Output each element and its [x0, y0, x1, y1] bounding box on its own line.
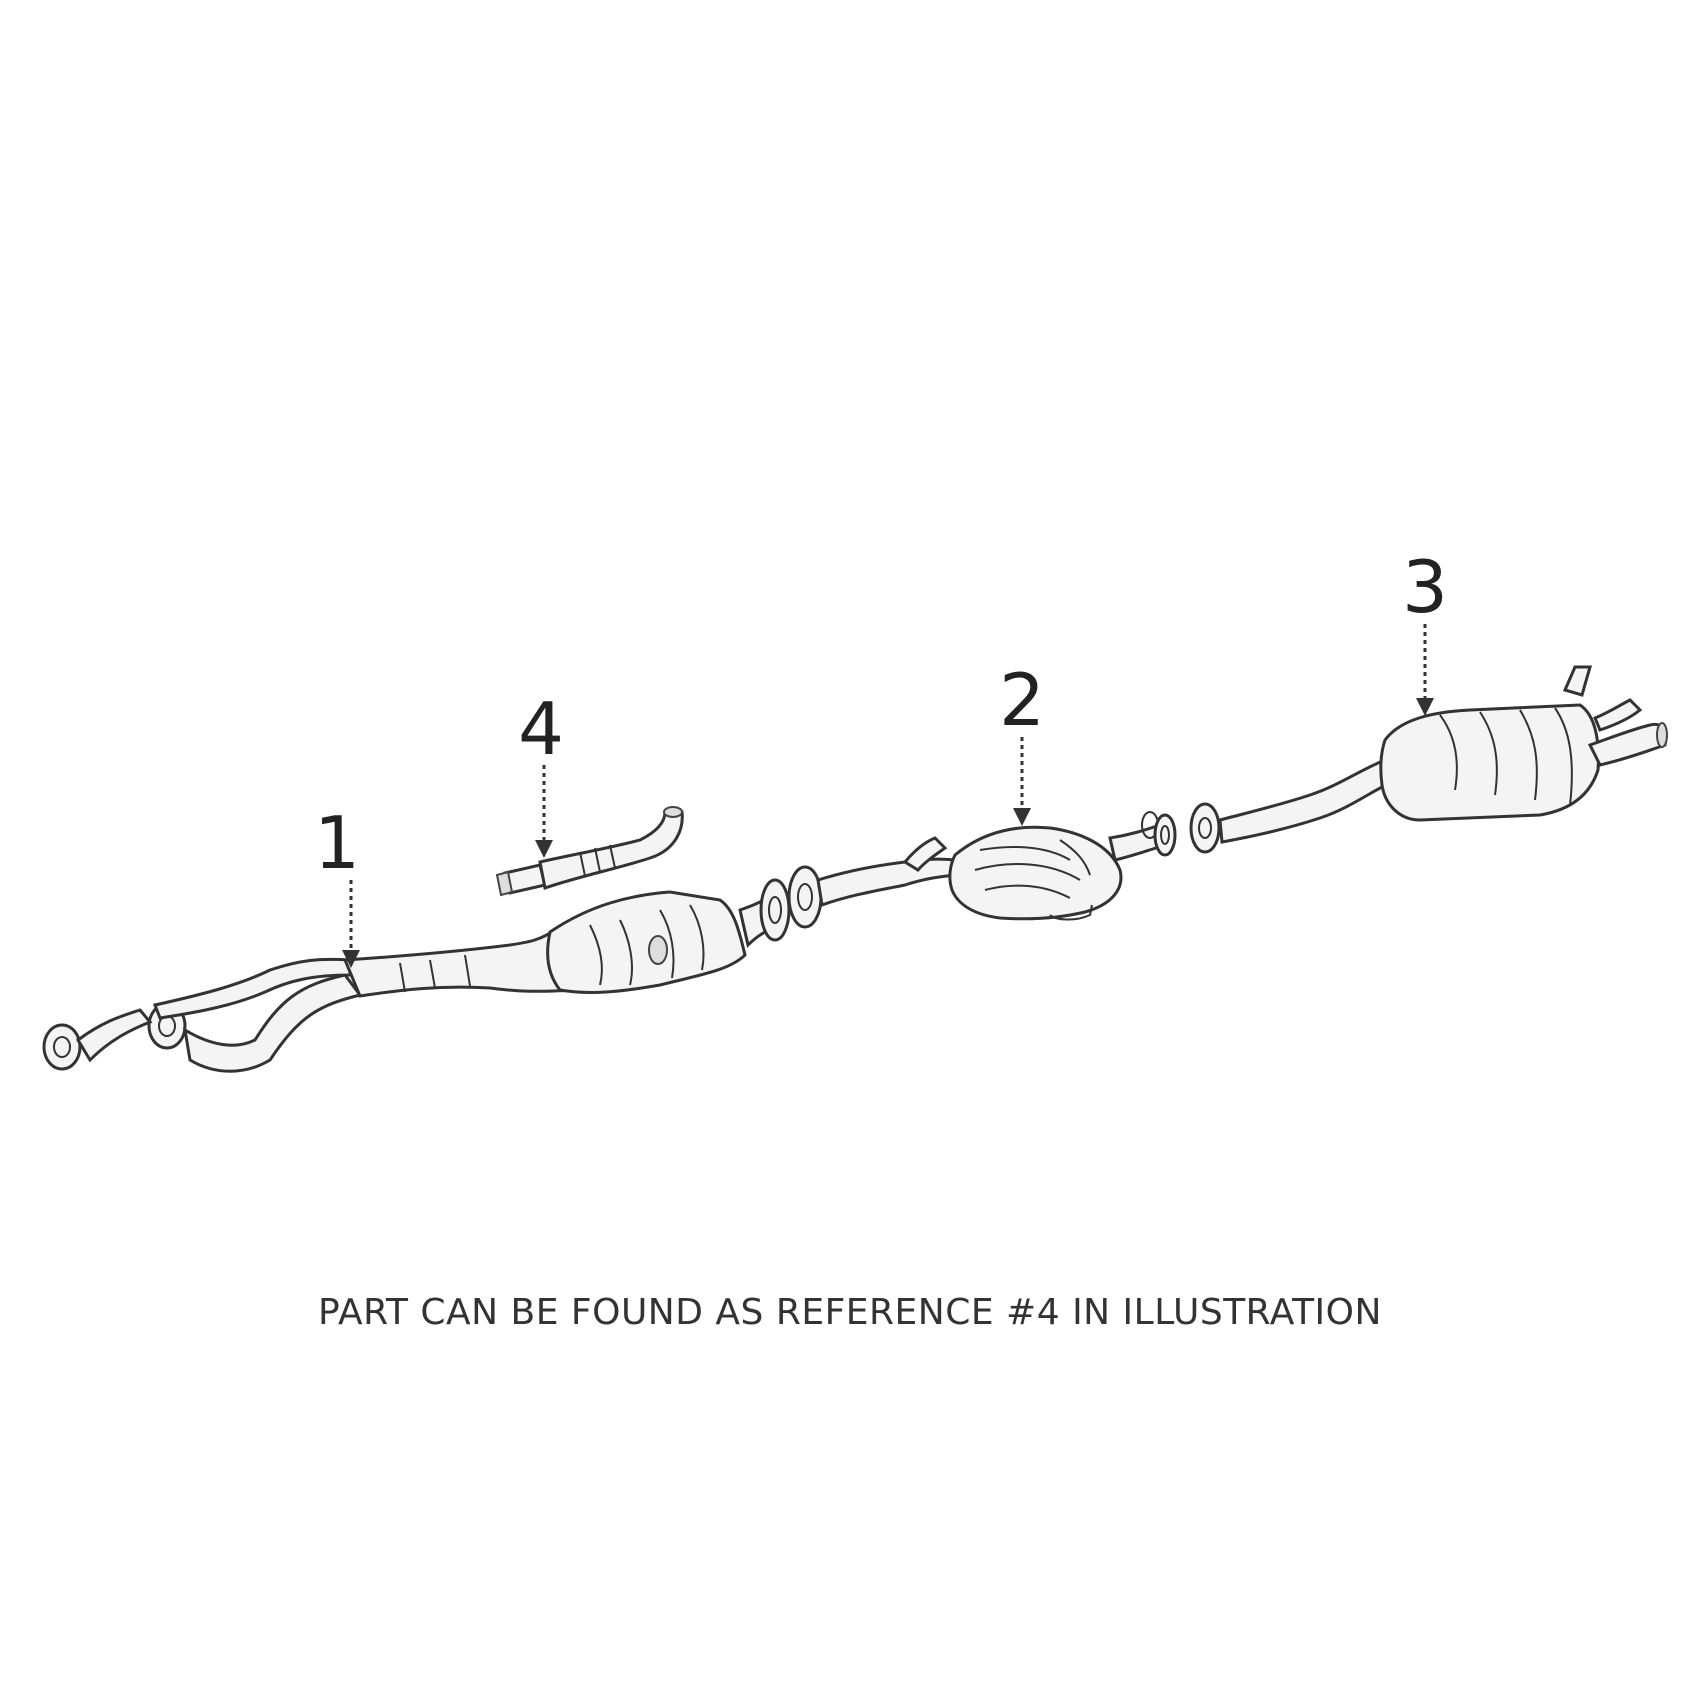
reference-4: 4: [518, 687, 564, 858]
reference-number-2: 2: [999, 658, 1045, 742]
reference-number-3: 3: [1402, 545, 1448, 629]
reference-3: 3: [1402, 545, 1448, 716]
converter-outlet-flange: [759, 878, 791, 942]
front-flange-left: [42, 1023, 82, 1071]
reference-1: 1: [314, 801, 360, 968]
arrowhead-3: [1416, 698, 1434, 716]
reference-number-4: 4: [518, 687, 564, 771]
arrowhead-2: [1013, 808, 1031, 826]
arrowhead-4: [535, 840, 553, 858]
oxygen-sensor-pipe: [495, 806, 684, 897]
reference-2: 2: [999, 658, 1045, 826]
illustration-caption: PART CAN BE FOUND AS REFERENCE #4 IN ILL…: [318, 1292, 1382, 1333]
intermediate-flange: [787, 865, 823, 929]
front-pipe-with-catalytic-converter: [42, 878, 791, 1073]
reference-number-1: 1: [314, 801, 360, 885]
rear-muffler: [1189, 665, 1668, 854]
center-resonator: [816, 811, 1177, 921]
arrowhead-1: [342, 950, 360, 968]
